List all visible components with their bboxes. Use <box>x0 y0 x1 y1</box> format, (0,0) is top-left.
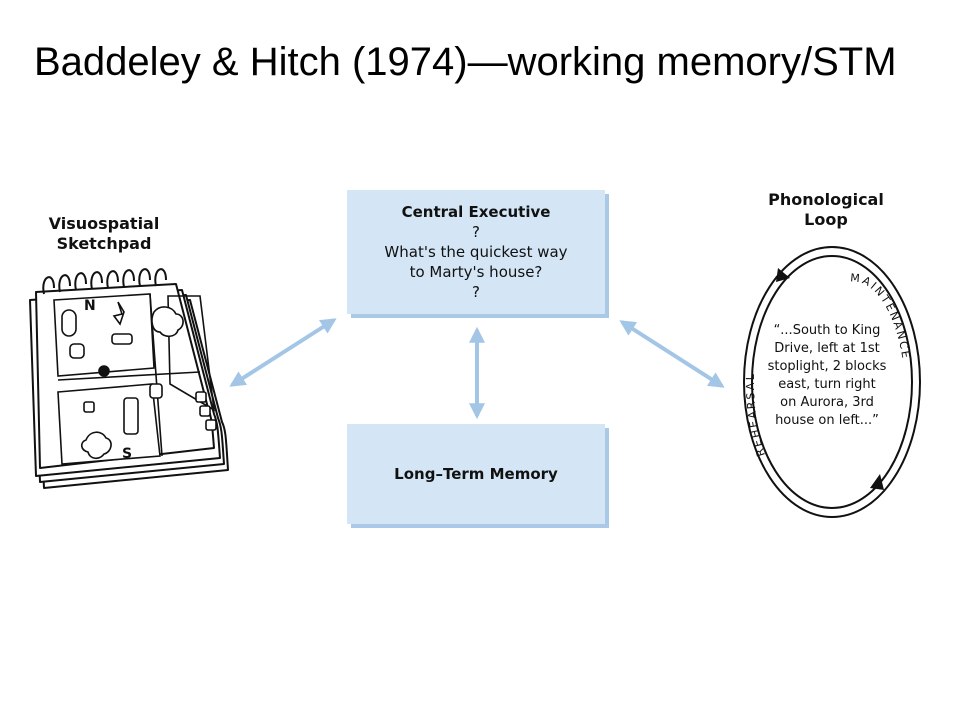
phonological-label-line2: Loop <box>804 210 848 229</box>
loop-text-line: Drive, left at 1st <box>774 341 880 356</box>
slide-title: Baddeley & Hitch (1974)—working memory/S… <box>34 40 897 84</box>
visuospatial-label-line2: Sketchpad <box>56 234 152 253</box>
map-south-label: S <box>122 446 132 462</box>
spiral-rings <box>42 268 167 295</box>
central-executive-box: Central Executive ? What's the quickest … <box>347 190 605 314</box>
central-executive-line1: ? <box>472 223 480 241</box>
long-term-memory-title: Long–Term Memory <box>394 465 558 483</box>
central-executive-title: Central Executive <box>401 203 551 221</box>
loop-text-line: stoplight, 2 blocks <box>767 359 887 374</box>
loop-text-line: house on left...” <box>775 413 879 428</box>
map-north-label: N <box>84 298 96 314</box>
arrow-executive-loop <box>619 320 725 388</box>
central-executive-line3: to Marty's house? <box>409 263 543 281</box>
loop-text-line: on Aurora, 3rd <box>780 395 874 410</box>
arrow-sketchpad-executive <box>229 318 337 387</box>
loop-arrows <box>776 268 884 490</box>
long-term-memory-box: Long–Term Memory <box>347 424 605 524</box>
visuospatial-sketchpad-label: Visuospatial Sketchpad <box>30 214 178 254</box>
central-executive-line4: ? <box>472 283 480 301</box>
loop-directions-text: “...South to King Drive, left at 1st sto… <box>762 322 892 430</box>
tree-icon <box>80 301 125 460</box>
central-executive-line2: What's the quickest way <box>384 243 568 261</box>
loop-text-line: east, turn right <box>778 377 876 392</box>
visuospatial-label-line1: Visuospatial <box>48 214 160 233</box>
phonological-loop-label: Phonological Loop <box>752 190 900 230</box>
loop-ellipse-icon <box>743 246 921 518</box>
phonological-label-line1: Phonological <box>768 190 884 209</box>
loop-text-line: “...South to King <box>773 323 881 338</box>
